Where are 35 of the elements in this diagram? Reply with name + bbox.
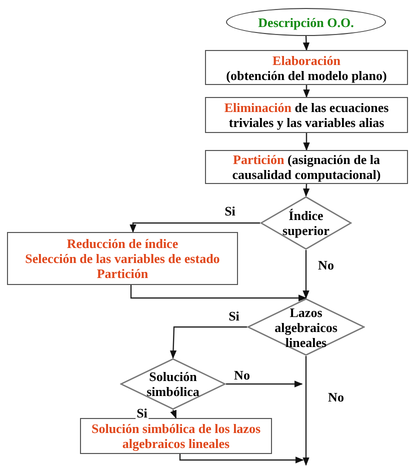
node-text: Selección de las variables de estado: [24, 251, 221, 266]
node-text: (obtención del modelo plano): [225, 68, 388, 82]
node-text: Partición: [96, 266, 150, 281]
node-text: Lazos algebraicos lineales: [274, 304, 338, 350]
arrow: [179, 454, 304, 464]
arrow: [170, 410, 177, 419]
arrow: [302, 36, 310, 51]
edge-label: Si: [136, 406, 148, 420]
process-box: [205, 97, 408, 133]
arrow: [170, 326, 247, 359]
decision-diamond: [120, 358, 226, 410]
node-text: Descripción O.O.: [257, 14, 355, 30]
process-box: [205, 50, 408, 85]
node-text: Solución simbólica: [146, 369, 200, 399]
decision-diamond: [247, 298, 365, 356]
node-text: Elaboración: [272, 52, 342, 68]
process-box: [7, 232, 238, 285]
arrow: [302, 250, 310, 299]
decision-diamond: [260, 196, 352, 250]
node-text: Partición (asignación de la causalidad computacional): [231, 152, 382, 182]
arrow: [130, 285, 307, 302]
arrow: [302, 356, 310, 466]
process-box: [80, 418, 272, 454]
arrow: [226, 380, 303, 388]
node-text: Solución simbólica de los lazos algebraicos lineales: [90, 421, 262, 451]
node-text: Índice superior: [282, 208, 330, 238]
node-text: Eliminación de las ecuaciones triviales y las variables alias: [223, 100, 390, 130]
edge-label: Si: [228, 308, 240, 324]
arrow: [130, 222, 260, 233]
edge-label: Si: [224, 204, 236, 218]
arrow: [302, 184, 310, 197]
node-text: Reducción de índice: [66, 236, 180, 251]
arrow: [303, 133, 310, 151]
arrow: [303, 85, 310, 98]
process-box: [205, 150, 408, 184]
